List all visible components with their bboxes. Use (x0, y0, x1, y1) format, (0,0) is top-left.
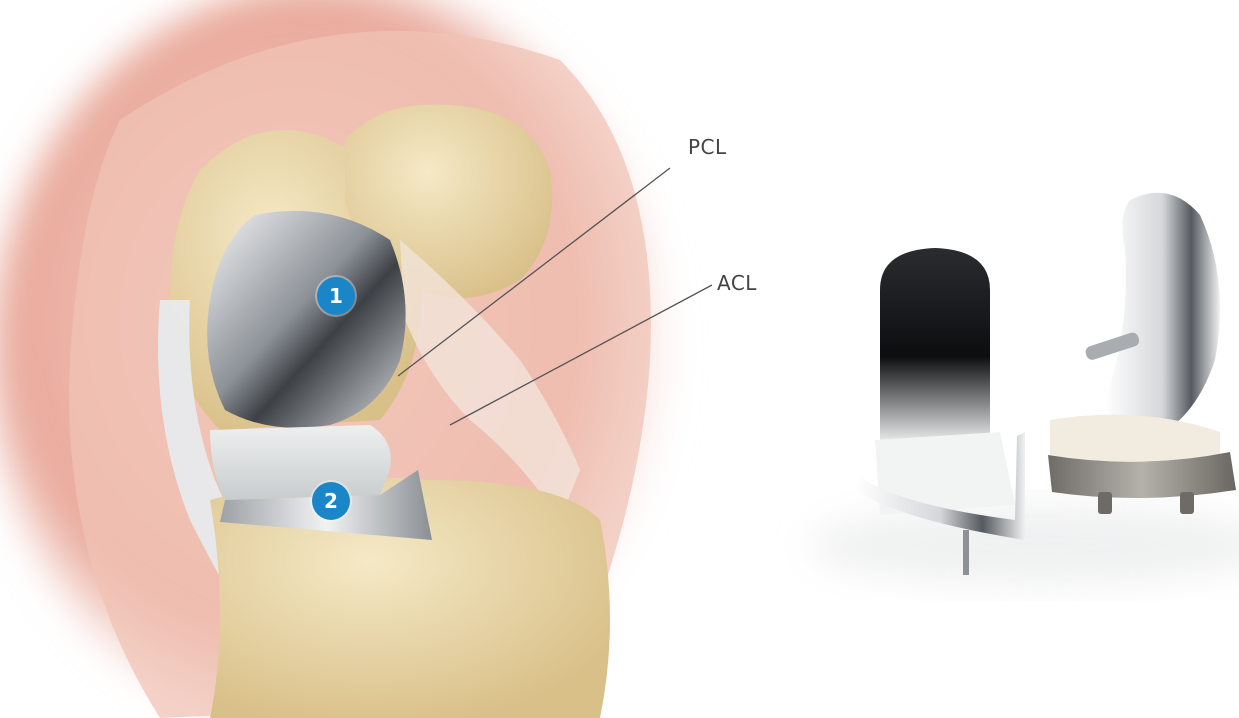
poly-bearing (1050, 415, 1220, 463)
tray-peg-left (1098, 492, 1112, 514)
marker-number: 2 (324, 489, 338, 513)
tray-peg-right (1180, 492, 1194, 514)
implant-components-photo (810, 193, 1239, 585)
acl-label: ACL (717, 271, 757, 295)
knee-anatomy-illustration (0, 0, 712, 718)
tibial-insert (210, 425, 391, 500)
chrome-condyle (1105, 193, 1220, 440)
black-femoral-piece (880, 248, 990, 445)
tray-peg (963, 530, 969, 575)
tibial-component-marker: 2 (312, 482, 350, 520)
marker-number: 1 (329, 284, 343, 308)
femoral-component (207, 211, 405, 428)
femoral-component-marker: 1 (317, 277, 355, 315)
pcl-label: PCL (688, 135, 727, 159)
